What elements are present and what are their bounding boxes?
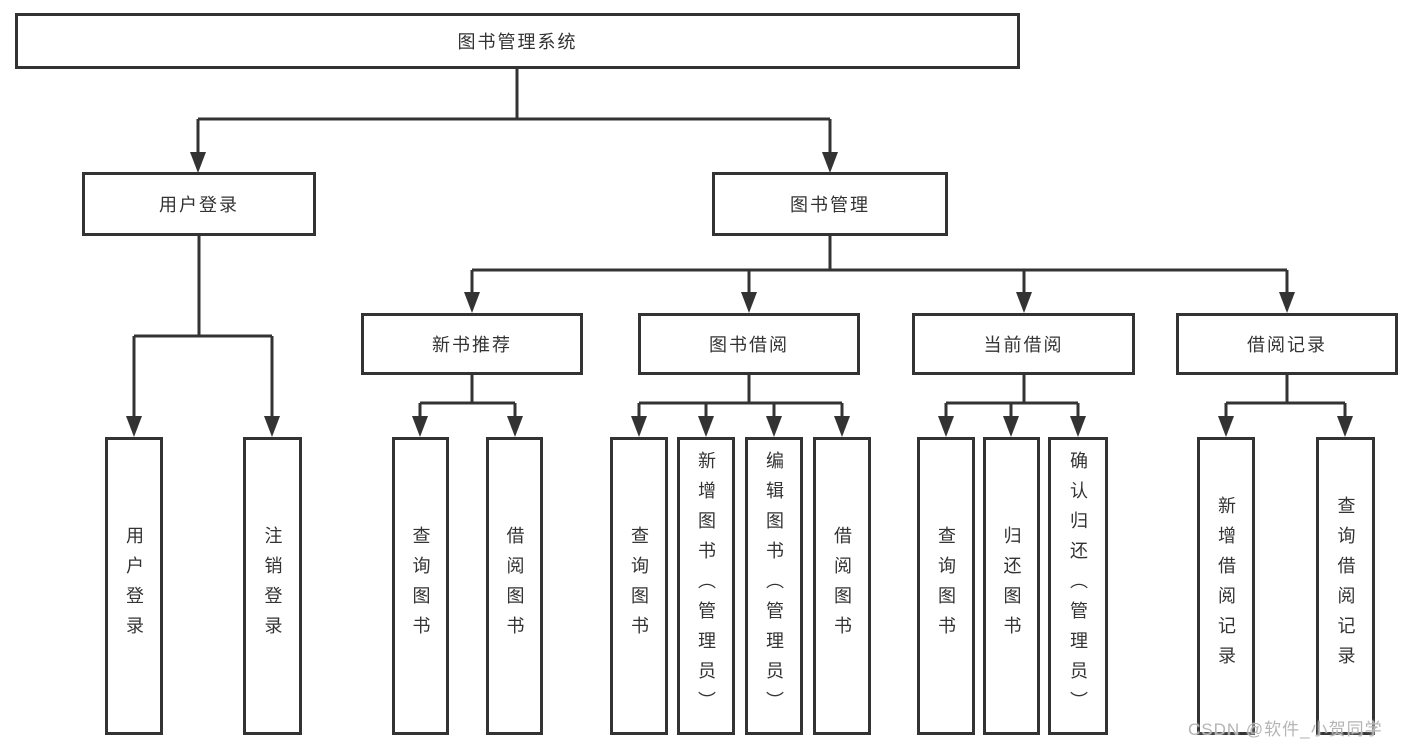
node-new-book-recommend: 新书推荐 [361,313,583,375]
leaf-borrow-books-2: 借阅图书 [813,437,871,735]
leaf-query-books-recommend: 查询图书 [392,437,449,735]
leaf-query-books-current: 查询图书 [917,437,975,735]
leaf-query-books-borrow: 查询图书 [610,437,668,735]
node-current-borrow: 当前借阅 [912,313,1135,375]
edges-book-borrow [631,375,850,437]
node-user-login: 用户登录 [82,172,316,236]
leaf-query-borrow-record: 查询借阅记录 [1316,437,1375,735]
leaf-user-login: 用户登录 [105,437,163,735]
leaf-borrow-books-recommend: 借阅图书 [486,437,543,735]
edges-new-book-recommend [412,375,523,437]
csdn-watermark: CSDN @软件_小贺同学 [1188,720,1383,739]
leaf-label: 查询借阅记录 [1335,496,1356,676]
leaf-label: 新增借阅记录 [1216,496,1236,676]
leaf-label: 借阅图书 [832,526,852,646]
leaf-label: 确认归还（管理员） [1068,451,1088,721]
leaf-label: 查询图书 [410,526,431,646]
leaf-label: 注销登录 [262,526,283,646]
edges-root [190,69,838,173]
node-system-root: 图书管理系统 [15,13,1020,69]
leaf-return-book: 归还图书 [983,437,1040,735]
edges-user-login [126,236,280,437]
leaf-label: 用户登录 [124,526,144,646]
node-book-management: 图书管理 [712,172,948,236]
leaf-label: 新增图书（管理员） [696,451,716,721]
leaf-add-book-admin: 新增图书（管理员） [677,437,735,735]
leaf-add-borrow-record: 新增借阅记录 [1197,437,1255,735]
leaf-label: 编辑图书（管理员） [764,451,784,721]
leaf-label: 借阅图书 [504,526,525,646]
leaf-label: 归还图书 [1001,526,1022,646]
leaf-edit-book-admin: 编辑图书（管理员） [745,437,803,735]
edges-borrow-records [1218,375,1353,437]
node-borrow-records: 借阅记录 [1176,313,1398,375]
leaf-logout: 注销登录 [243,437,302,735]
leaf-confirm-return-admin: 确认归还（管理员） [1048,437,1108,735]
leaf-label: 查询图书 [629,526,649,646]
edges-current-borrow [938,375,1086,437]
edges-book-management [464,236,1295,313]
node-book-borrow: 图书借阅 [638,313,860,375]
leaf-label: 查询图书 [936,526,956,646]
